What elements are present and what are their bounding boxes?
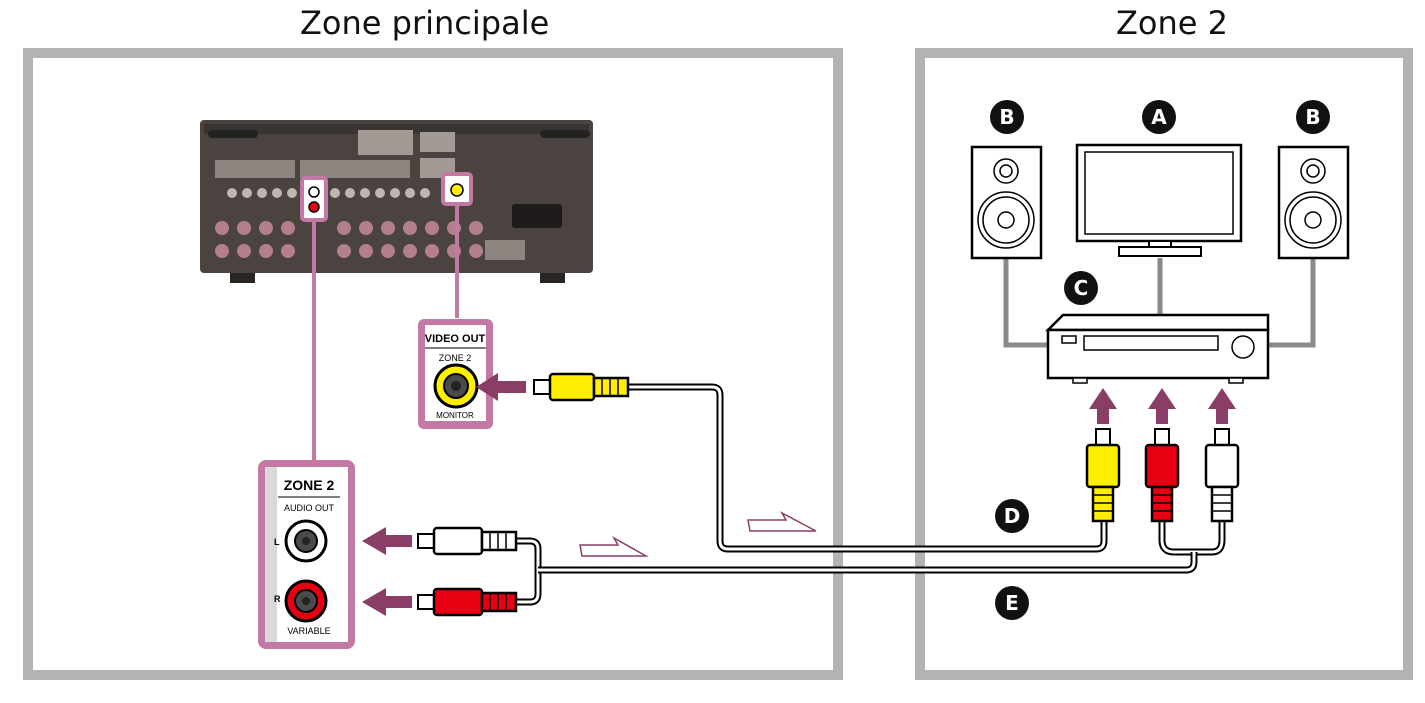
zone2-plug-red <box>1144 428 1180 523</box>
badge-e: E <box>995 586 1029 620</box>
zone2-frame <box>915 48 1413 680</box>
video-plug-yellow <box>533 372 630 402</box>
svg-text:B: B <box>999 105 1014 129</box>
badge-a: A <box>1142 100 1176 134</box>
zone2-speaker-left <box>970 145 1043 260</box>
video-cable <box>628 383 1108 553</box>
video-zone2-label: ZONE 2 <box>439 353 472 363</box>
video-out-header: VIDEO OUT <box>425 333 486 345</box>
badge-d: D <box>995 499 1029 533</box>
arrow-into-amp-1 <box>1089 388 1117 424</box>
main-zone-frame <box>23 48 843 680</box>
signal-direction-arrow-audio <box>579 536 649 557</box>
audio-plug-red <box>417 587 518 617</box>
svg-text:C: C <box>1074 276 1089 300</box>
main-zone-title: Zone principale <box>300 4 550 42</box>
audio-zone2-header: ZONE 2 <box>284 477 335 493</box>
audio-plug-white <box>417 526 518 556</box>
svg-text:D: D <box>1004 504 1021 528</box>
video-monitor-label: MONITOR <box>436 411 474 420</box>
arrow-into-amp-3 <box>1208 388 1236 424</box>
badge-c: C <box>1064 271 1098 305</box>
audio-left-mark: L <box>274 537 280 547</box>
av-receiver-back-panel <box>200 120 593 283</box>
zone2-speaker-right <box>1277 145 1350 260</box>
audio-cable <box>516 537 542 606</box>
svg-text:A: A <box>1151 105 1167 129</box>
zone2-plug-yellow <box>1085 428 1121 523</box>
badge-b-left: B <box>990 100 1024 134</box>
zone2-tv <box>1075 143 1243 257</box>
arrow-into-audio-left <box>362 527 412 555</box>
arrow-into-video-jack <box>476 373 526 401</box>
video-out-callout: VIDEO OUT ZONE 2 MONITOR <box>418 319 493 429</box>
svg-text:B: B <box>1305 105 1320 129</box>
zone2-amplifier <box>1044 313 1270 384</box>
svg-text:E: E <box>1005 591 1019 615</box>
audio-out-callout: ZONE 2 AUDIO OUT L R VARIABLE <box>258 460 355 649</box>
signal-direction-arrow-video <box>747 511 817 532</box>
audio-right-mark: R <box>274 594 281 604</box>
arrow-into-audio-right <box>362 588 412 616</box>
badge-b-right: B <box>1296 100 1330 134</box>
audio-out-label: AUDIO OUT <box>284 503 335 513</box>
zone2-plug-white <box>1204 428 1240 523</box>
audio-variable-label: VARIABLE <box>287 626 330 636</box>
zone2-title: Zone 2 <box>1116 4 1228 42</box>
arrow-into-amp-2 <box>1148 388 1176 424</box>
